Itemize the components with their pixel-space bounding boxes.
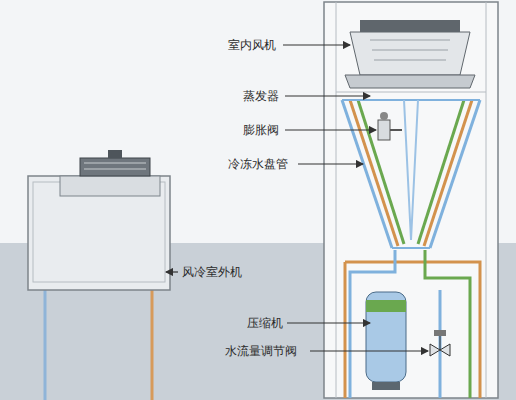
part-label: 水流量调节阀	[225, 344, 297, 358]
water-flow-valve	[430, 330, 450, 356]
evaporator-coil	[342, 100, 480, 248]
part-label: 蒸发器	[243, 89, 279, 103]
indoor-fan	[345, 20, 475, 88]
part-label: 压缩机	[247, 316, 283, 330]
leader-lines	[166, 45, 428, 351]
compressor	[366, 292, 406, 390]
refrigerant-piping	[345, 250, 480, 398]
indoor-cabinet	[324, 2, 498, 398]
part-label: 膨胀阀	[243, 123, 279, 137]
outdoor-unit	[28, 150, 170, 400]
part-label: 风冷室外机	[182, 265, 242, 279]
part-label: 冷冻水盘管	[228, 157, 288, 171]
expansion-valve	[378, 112, 402, 140]
part-label: 室内风机	[228, 38, 276, 52]
